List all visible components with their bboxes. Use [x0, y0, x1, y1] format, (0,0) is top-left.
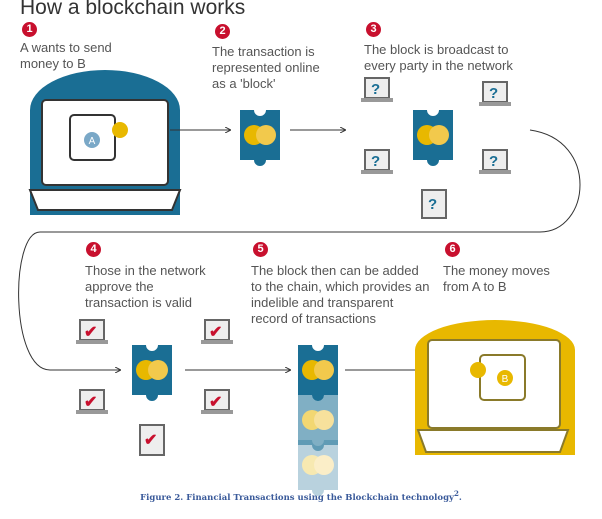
svg-text:?: ? [371, 153, 380, 170]
laptop-b-icon: B [415, 320, 575, 455]
blockchain-icon [298, 345, 338, 496]
flow-connector [18, 129, 581, 370]
svg-text:✔: ✔ [209, 394, 222, 411]
step-6-text: The money moves from A to B [443, 263, 550, 294]
page-title: How a blockchain works [20, 0, 246, 19]
step-4-badge: 4 [86, 242, 101, 257]
svg-text:✔: ✔ [84, 324, 97, 341]
svg-text:?: ? [489, 153, 498, 170]
step-5-badge: 5 [253, 242, 268, 257]
step-2-text: The transaction is represented online as… [212, 44, 320, 91]
approve-block-icon [132, 345, 172, 401]
svg-text:?: ? [428, 196, 437, 213]
figure-caption: Figure 2. Financial Transactions using t… [0, 489, 602, 503]
svg-text:✔: ✔ [144, 432, 157, 449]
step-5-text: The block then can be added to the chain… [251, 263, 430, 326]
party-b-label: B [502, 374, 509, 385]
block-icon [240, 110, 280, 166]
svg-text:✔: ✔ [84, 394, 97, 411]
party-a-label: A [89, 136, 96, 147]
step-3-text: The block is broadcast to every party in… [364, 42, 513, 73]
step-1-badge: 1 [22, 22, 37, 37]
step-6-badge: 6 [445, 242, 460, 257]
broadcast-block-icon [413, 110, 453, 166]
svg-text:✔: ✔ [209, 324, 222, 341]
caption-end: . [458, 492, 462, 503]
step-3-badge: 3 [366, 22, 381, 37]
svg-text:?: ? [371, 81, 380, 98]
caption-text: Figure 2. Financial Transactions using t… [140, 492, 454, 503]
step-2-badge: 2 [215, 24, 230, 39]
laptop-a-icon: A [28, 70, 182, 215]
svg-text:?: ? [489, 85, 498, 102]
caption-footnote: 2 [453, 489, 459, 498]
step-4-text: Those in the network approve the transac… [85, 263, 206, 310]
step-1-text: A wants to send money to B [20, 40, 112, 71]
